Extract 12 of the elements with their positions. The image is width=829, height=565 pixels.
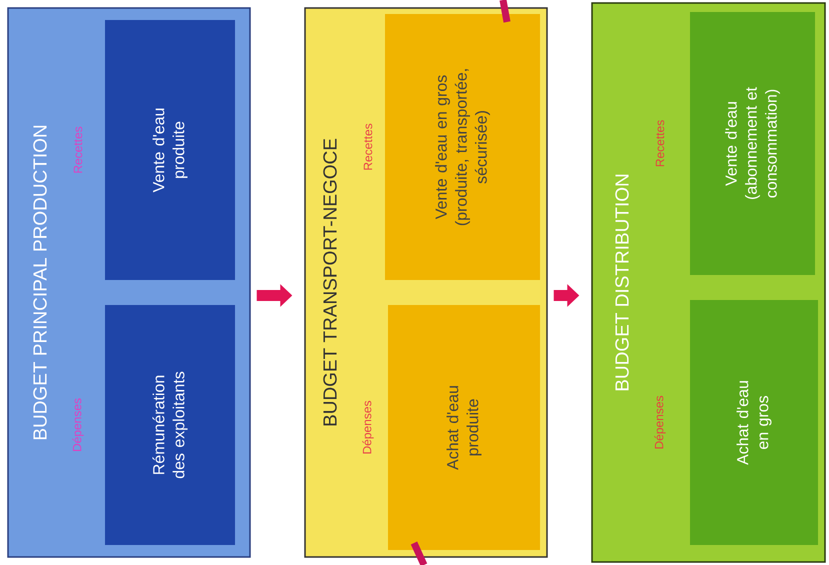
- budget-box: Rémunération des exploitants: [105, 305, 235, 545]
- budget-box: Achat d'eau en gros: [690, 300, 818, 545]
- section-label: Dépenses: [72, 398, 84, 452]
- section-label: Recettes: [364, 124, 372, 170]
- budget-box: Achat d'eau produite: [388, 305, 540, 550]
- section-label: Dépenses: [362, 400, 374, 454]
- section-label: Dépenses: [654, 396, 666, 449]
- budget-box: Vente d'eau produite: [105, 20, 235, 280]
- section-label: Recettes: [74, 126, 82, 173]
- section-label: Recettes: [656, 120, 664, 166]
- budget-box: Vente d'eau en gros (produite, transportée, sécurisée): [385, 14, 540, 280]
- budget-box: Vente d'eau (abonnement et consommation): [690, 12, 815, 275]
